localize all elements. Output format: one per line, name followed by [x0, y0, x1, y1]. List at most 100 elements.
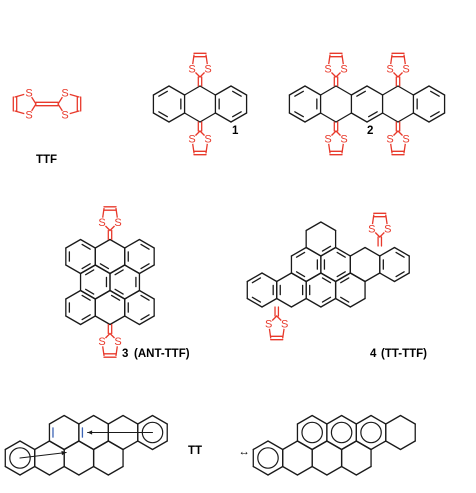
- sulfur-atom: S: [114, 336, 121, 348]
- aromatic-inner-bond: [395, 251, 405, 258]
- ring-bond: [137, 414, 154, 425]
- aromatic-inner-bond: [140, 263, 150, 270]
- migration-arrow: [19, 451, 67, 459]
- ring-bond: [326, 465, 343, 476]
- aromatic-inner-bond: [340, 296, 350, 303]
- aromatic-inner-bond: [232, 111, 242, 118]
- ring-bond: [320, 297, 337, 308]
- ring-bond: [79, 289, 96, 300]
- ring-bond: [109, 238, 126, 249]
- ring-bond: [107, 465, 124, 476]
- ring-bond: [267, 465, 284, 476]
- aromatic-inner-bond: [356, 90, 366, 97]
- ring-bond: [349, 272, 366, 283]
- ring-bond: [63, 465, 80, 476]
- label-tt: TT: [188, 445, 202, 457]
- ring-bond: [334, 272, 351, 283]
- sulfur-atom: S: [265, 319, 272, 331]
- label-compound-3-name: (ANT-TTF): [134, 348, 190, 360]
- ring-bond: [48, 465, 65, 476]
- sulfur-knockout: [401, 64, 411, 74]
- aromatic-inner-bond: [294, 111, 304, 118]
- ring-bond: [340, 414, 357, 425]
- ring-bond: [412, 112, 430, 123]
- bond: [319, 85, 337, 96]
- ring-bond: [92, 465, 109, 476]
- ring-bond: [94, 238, 111, 249]
- ring-bond: [92, 414, 109, 425]
- ring-bond: [138, 238, 155, 249]
- ring-bond: [79, 264, 96, 275]
- aromatic-inner-bond: [81, 314, 91, 321]
- sulfur-atom: S: [384, 224, 391, 236]
- ring-bond: [78, 440, 95, 451]
- sulfur-knockout: [385, 134, 395, 144]
- aromatic-inner-bond: [110, 294, 121, 301]
- ring-bond: [78, 414, 95, 425]
- aromatic-inner-bond: [158, 111, 168, 118]
- ring-bond: [19, 440, 36, 451]
- ring-bond: [168, 85, 186, 96]
- ring-bond: [393, 272, 410, 283]
- ring-bond: [399, 440, 416, 451]
- ring-bond: [282, 440, 299, 451]
- sulfur-knockout: [323, 64, 333, 74]
- sulfur-knockout: [366, 224, 377, 234]
- ring-bond: [92, 440, 109, 451]
- sulfur-knockout: [113, 217, 123, 228]
- ring-bond: [355, 440, 372, 451]
- ring-bond: [124, 315, 141, 326]
- aromatic-inner-bond: [321, 277, 332, 284]
- ring-bond: [311, 465, 328, 476]
- ring-bond: [65, 264, 82, 275]
- sulfur-atom: S: [204, 64, 211, 76]
- ring-bond: [65, 315, 82, 326]
- bond: [397, 112, 415, 123]
- ring-bond: [94, 315, 111, 326]
- sulfur-atom: S: [281, 319, 288, 331]
- ring-bond: [152, 85, 170, 96]
- aromatic-inner-bond: [430, 111, 440, 118]
- sulfur-knockout: [24, 88, 34, 98]
- sulfur-atom: S: [368, 224, 375, 236]
- ring-bond: [340, 440, 357, 451]
- sulfur-atom: S: [324, 64, 331, 76]
- aromatic-inner-bond: [140, 314, 150, 321]
- ring-bond: [350, 112, 368, 123]
- ring-bond: [350, 85, 368, 96]
- aromatic-inner-bond: [81, 243, 91, 250]
- bond: [183, 112, 201, 123]
- aromatic-inner-bond: [81, 294, 91, 301]
- ring-bond: [34, 440, 51, 451]
- aromatic-circle: [9, 447, 31, 469]
- aromatic-inner-bond: [368, 111, 378, 118]
- sulfur-knockout: [60, 88, 70, 98]
- sulfur-knockout: [401, 134, 411, 144]
- sulfur-knockout: [113, 336, 123, 347]
- ring-bond: [137, 440, 154, 451]
- sulfur-atom: S: [61, 110, 68, 122]
- label-compound-1: 1: [232, 125, 239, 137]
- sulfur-atom: S: [25, 110, 32, 122]
- ring-bond: [230, 112, 248, 123]
- ring-bond: [48, 414, 65, 425]
- ring-bond: [334, 297, 351, 308]
- aromatic-inner-bond: [140, 243, 150, 250]
- ring-bond: [276, 297, 293, 308]
- ring-bond: [334, 246, 351, 257]
- ring-bond: [393, 246, 410, 257]
- ring-bond: [276, 272, 293, 283]
- ring-bond: [261, 272, 278, 283]
- ring-bond: [320, 272, 337, 283]
- aromatic-inner-bond: [81, 263, 91, 270]
- sulfur-knockout: [97, 336, 107, 347]
- ring-bond: [124, 264, 141, 275]
- aromatic-inner-bond: [294, 90, 304, 97]
- ring-bond: [326, 414, 343, 425]
- aromatic-inner-bond: [85, 288, 95, 295]
- sulfur-knockout: [279, 319, 290, 329]
